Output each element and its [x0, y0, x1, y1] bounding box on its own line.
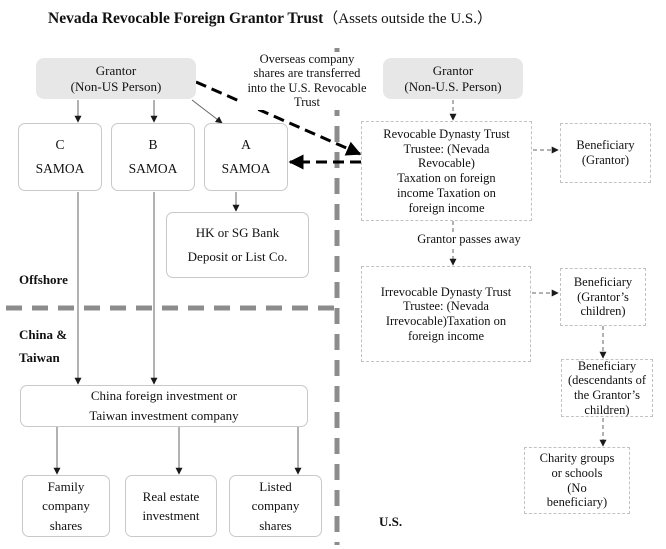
grantor-box-offshore: Grantor (Non-US Person) [36, 58, 196, 99]
beneficiary-children-box: Beneficiary (Grantor’s children) [560, 268, 646, 326]
company-b-box: B SAMOA [111, 123, 195, 191]
title-sub: （Assets outside the U.S.） [323, 11, 493, 27]
region-china-taiwan: China & Taiwan [19, 327, 68, 365]
grantor-box-us: Grantor (Non-U.S. Person) [383, 58, 523, 99]
charity-box: Charity groups or schools (No beneficiar… [524, 447, 630, 514]
company-b-letter: B [148, 137, 158, 153]
transfer-annotation: Overseas company shares are transferred … [239, 52, 375, 110]
company-c-box: C SAMOA [18, 123, 102, 191]
company-c-letter: C [55, 137, 65, 153]
company-c-place: SAMOA [35, 161, 85, 176]
beneficiary-descendants-box: Beneficiary (descendants of the Grantor’… [561, 359, 653, 417]
region-offshore: Offshore [19, 272, 68, 287]
asset-real-estate: Real estate investment [125, 475, 217, 537]
region-us: U.S. [379, 514, 403, 529]
beneficiary-grantor-box: Beneficiary (Grantor) [560, 123, 651, 183]
company-a-letter: A [241, 137, 251, 153]
arrow-grantor-to-a [191, 99, 223, 124]
arrow-transfer-to-trust [195, 80, 362, 156]
grantor-passes-away-label: Grantor passes away [404, 232, 534, 247]
asset-family-shares: Family company shares [22, 475, 110, 537]
company-b-place: SAMOA [128, 161, 178, 176]
bank-box: HK or SG Bank Deposit or List Co. [166, 212, 309, 278]
title-main: Nevada Revocable Foreign Grantor Trust [48, 10, 324, 27]
onshore-company-box: China foreign investment or Taiwan inves… [20, 385, 308, 427]
revocable-trust-box: Revocable Dynasty Trust Trustee: (Nevada… [361, 121, 532, 221]
asset-listed-shares: Listed company shares [229, 475, 322, 537]
irrevocable-trust-box: Irrevocable Dynasty Trust Trustee: (Neva… [361, 266, 531, 362]
company-a-box: A SAMOA [204, 123, 288, 191]
diagram-title: Nevada Revocable Foreign Grantor Trust（A… [48, 7, 492, 28]
company-a-place: SAMOA [221, 161, 271, 176]
